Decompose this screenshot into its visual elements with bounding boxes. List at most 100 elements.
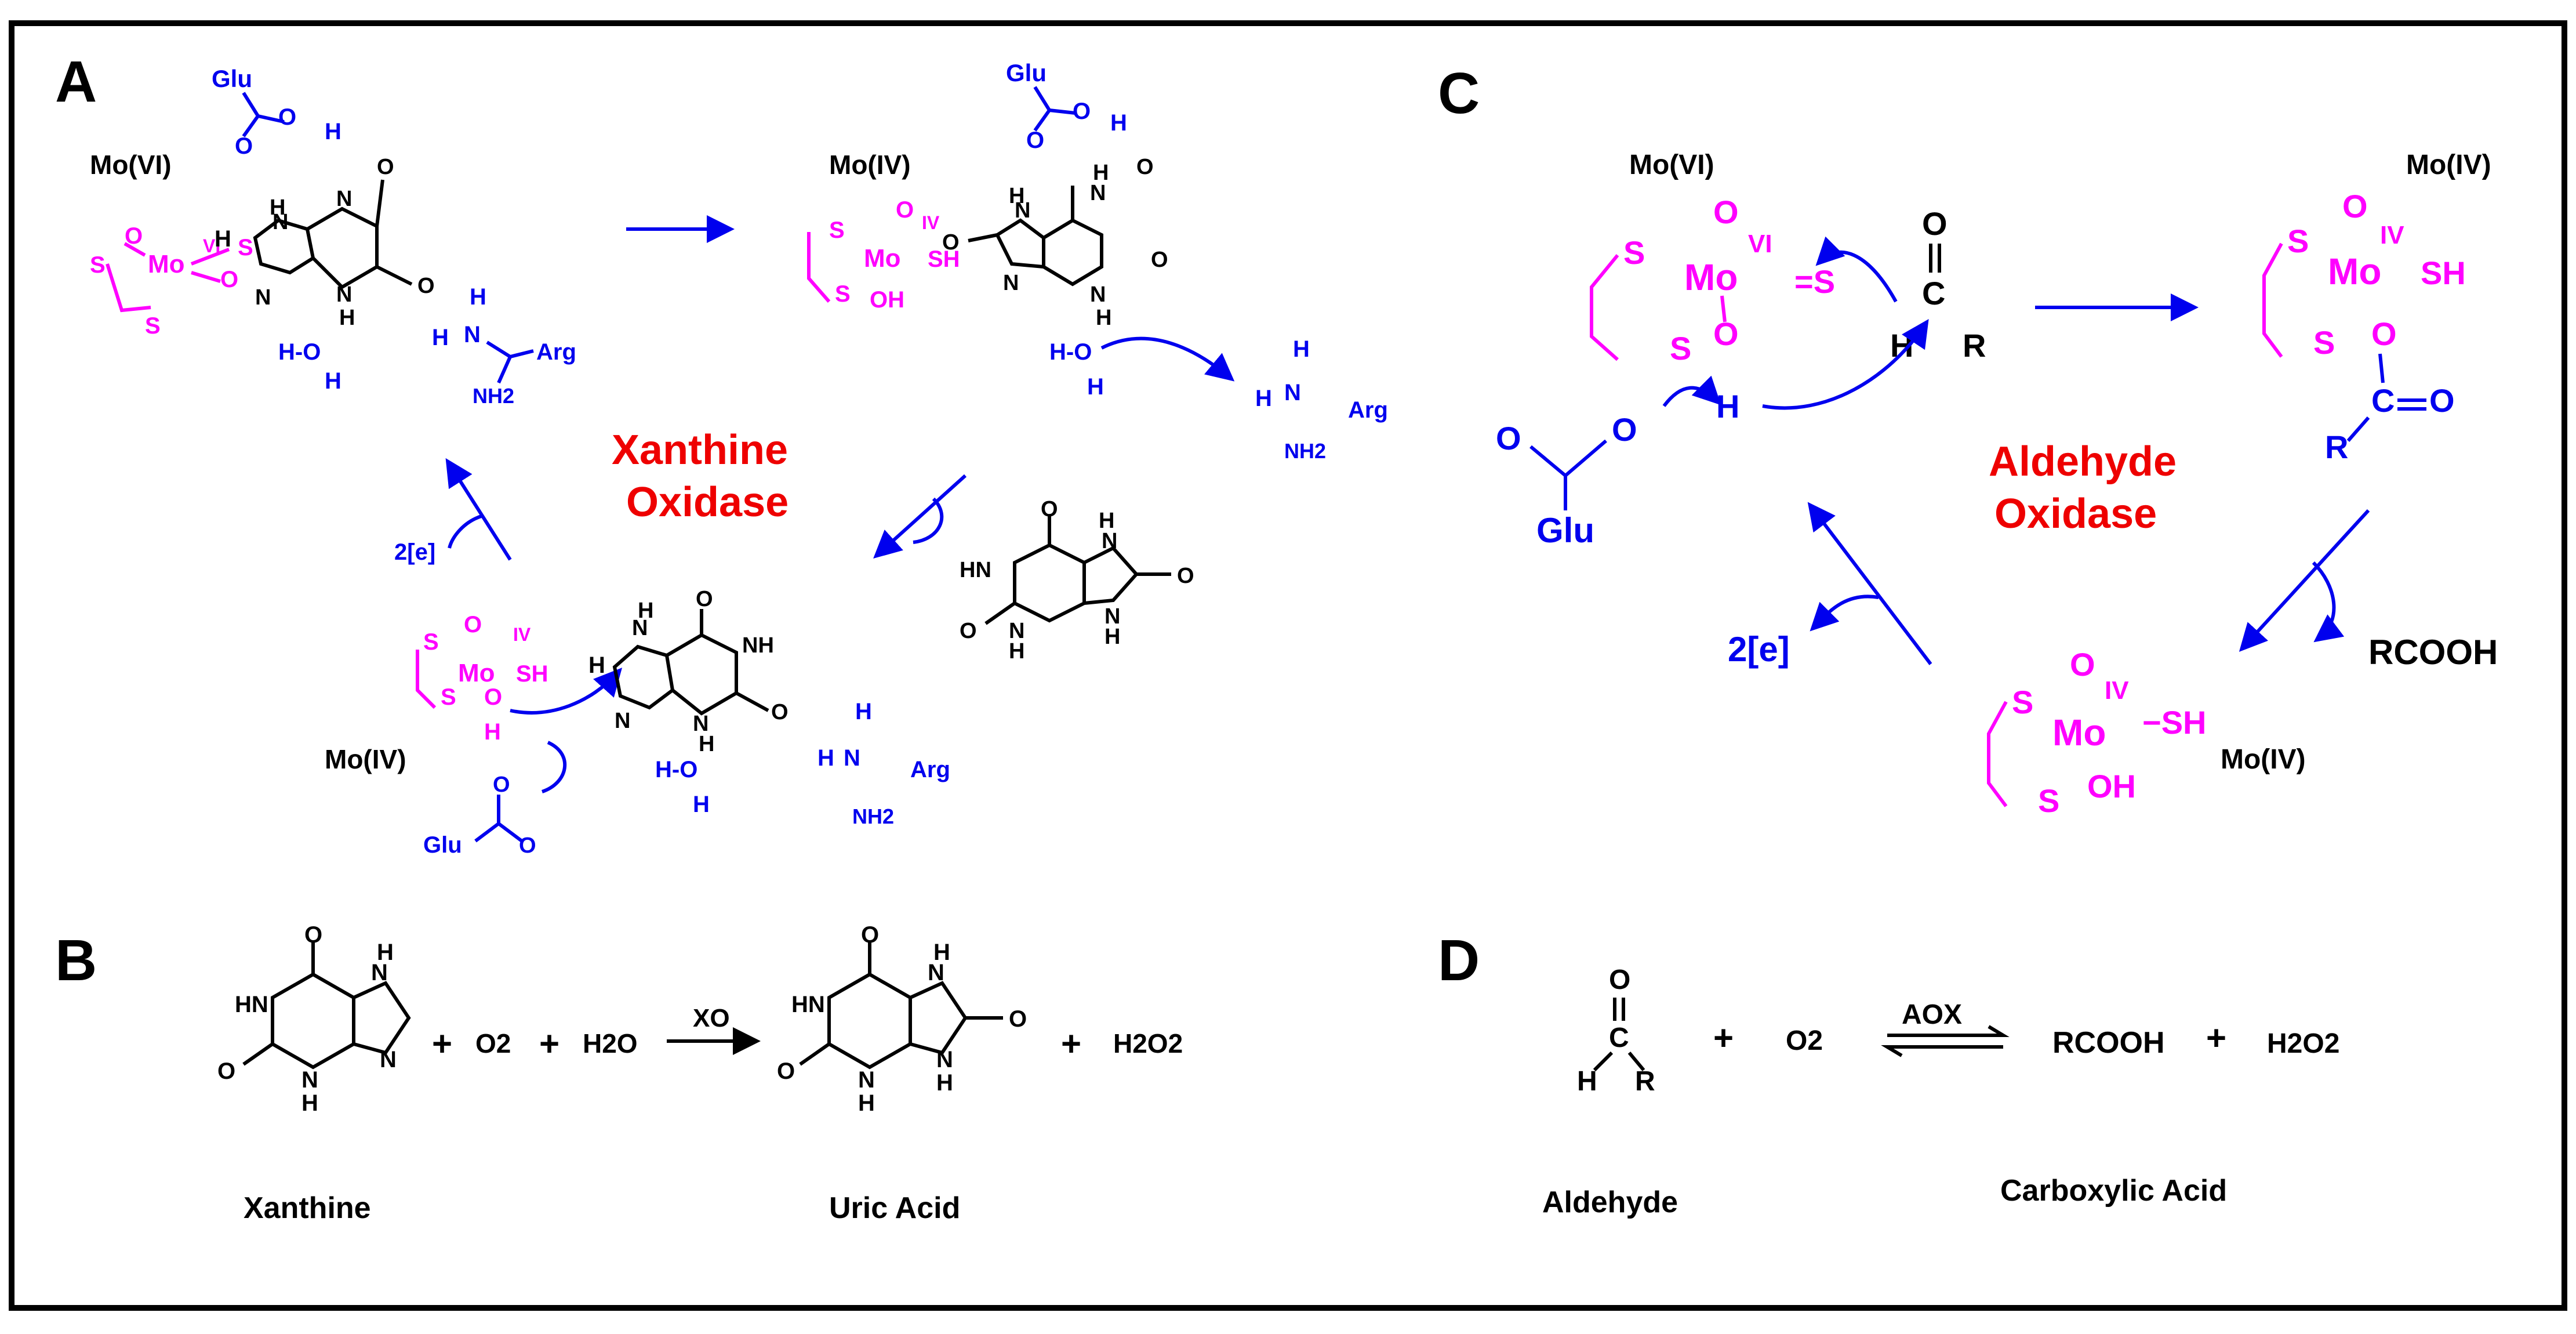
svg-text:H: H — [858, 1090, 875, 1116]
svg-text:S: S — [829, 217, 845, 243]
svg-text:NH2: NH2 — [1284, 439, 1326, 463]
svg-text:HN: HN — [235, 992, 268, 1017]
cycle-arrow-a-right — [873, 474, 967, 559]
svg-text:O: O — [777, 1058, 795, 1084]
svg-text:N: N — [1104, 604, 1120, 629]
svg-text:O: O — [942, 230, 960, 255]
mo-iv-label-a-bottom: Mo(IV) — [325, 744, 406, 774]
svg-text:N: N — [1015, 198, 1030, 223]
svg-text:Arg: Arg — [1348, 397, 1388, 423]
svg-text:O: O — [1136, 155, 1154, 179]
svg-text:O: O — [484, 684, 502, 710]
svg-text:O: O — [1713, 194, 1739, 230]
svg-text:H: H — [936, 1070, 953, 1096]
svg-text:Mo: Mo — [148, 250, 185, 278]
plus-d1: + — [1713, 1018, 1734, 1057]
xanthine-intermediate: H H N N N H O O N — [215, 155, 435, 330]
svg-text:O: O — [217, 1058, 235, 1084]
svg-text:H: H — [215, 226, 231, 252]
glu-label-c: Glu — [1536, 511, 1594, 550]
svg-text:Arg: Arg — [910, 757, 950, 782]
hydrogen-peroxide-d: H2O2 — [2267, 1028, 2339, 1059]
svg-text:R: R — [1963, 327, 1986, 364]
svg-text:O: O — [1612, 411, 1637, 448]
svg-text:Mo: Mo — [458, 659, 495, 687]
svg-text:H-O: H-O — [655, 757, 697, 782]
svg-text:O: O — [2342, 188, 2368, 224]
svg-text:S: S — [423, 629, 439, 655]
equilibrium-arrow-d — [1887, 1025, 2010, 1037]
cycle-arrow-c-right — [2239, 509, 2370, 652]
svg-text:O: O — [464, 612, 482, 637]
svg-text:O: O — [304, 922, 322, 948]
aldehyde-substrate-c: O C H R — [1890, 205, 1986, 364]
svg-text:O: O — [220, 267, 238, 292]
svg-text:N: N — [464, 322, 481, 347]
panel-a-letter: A — [55, 49, 97, 114]
svg-text:N: N — [301, 1067, 318, 1093]
molybdenum-cofactor-iv-c-bottom: S S O Mo IV −SH OH — [1987, 646, 2207, 819]
panel-c: C Mo(VI) S S O Mo VI =S O H O O Glu O C … — [1438, 61, 2498, 819]
panel-d-letter: D — [1438, 928, 1480, 993]
svg-text:N: N — [928, 960, 944, 985]
svg-text:S: S — [2012, 684, 2033, 720]
svg-text:N: N — [1090, 282, 1106, 307]
svg-text:N: N — [1284, 380, 1301, 405]
xo-catalyst-label: XO — [693, 1004, 730, 1032]
svg-text:R: R — [1635, 1066, 1655, 1097]
svg-text:−SH: −SH — [2142, 704, 2207, 741]
svg-text:H: H — [1093, 161, 1109, 185]
svg-text:S: S — [145, 313, 161, 339]
carboxylic-acid-name: Carboxylic Acid — [2000, 1174, 2227, 1208]
panel-c-letter: C — [1438, 61, 1480, 126]
svg-text:O: O — [1009, 1006, 1027, 1032]
uric-acid-name: Uric Acid — [829, 1191, 960, 1225]
svg-text:O: O — [2429, 382, 2455, 419]
svg-text:HN: HN — [960, 558, 991, 582]
svg-text:S: S — [1670, 330, 1691, 367]
svg-text:H: H — [818, 745, 834, 771]
svg-text:N: N — [255, 285, 271, 310]
svg-text:C: C — [1609, 1023, 1629, 1053]
svg-text:H: H — [484, 719, 501, 745]
xanthine-oxidase-label-line1: Xanthine — [612, 427, 788, 473]
svg-text:IV: IV — [513, 624, 531, 645]
svg-text:H: H — [855, 699, 872, 724]
cycle-arrow-a-left — [445, 458, 512, 561]
glu-label: Glu — [212, 65, 252, 92]
svg-text:O: O — [896, 197, 914, 223]
svg-text:H: H — [377, 940, 394, 965]
svg-text:OH: OH — [870, 287, 904, 313]
svg-text:H: H — [325, 368, 341, 394]
plus-b3: + — [1061, 1024, 1081, 1063]
svg-text:S: S — [835, 281, 851, 307]
water-a1: H-O — [278, 339, 321, 365]
nh2-label-a1: NH2 — [473, 384, 514, 408]
svg-text:O: O — [125, 223, 143, 249]
svg-text:O: O — [519, 833, 536, 858]
panel-a: A Glu O O H Mo(VI) S S O Mo VI S O H H N… — [55, 49, 1388, 858]
svg-text:NH: NH — [742, 633, 774, 658]
svg-text:Mo: Mo — [1684, 256, 1738, 298]
svg-text:C: C — [2371, 382, 2395, 419]
glu-label-a3: Glu — [423, 832, 462, 858]
mo-vi-label-a: Mo(VI) — [90, 150, 172, 180]
carboxylate-o-label: O — [235, 133, 253, 159]
svg-text:O: O — [377, 155, 394, 179]
svg-text:Mo: Mo — [2052, 712, 2106, 753]
svg-text:N: N — [336, 187, 352, 211]
svg-text:O: O — [2371, 316, 2397, 352]
mo-iv-label-a-top: Mo(IV) — [829, 150, 911, 180]
svg-text:H: H — [933, 940, 950, 965]
svg-text:IV: IV — [922, 212, 940, 233]
xanthine-structure: O N H N HN O N H — [217, 922, 411, 1116]
svg-text:H: H — [1577, 1066, 1597, 1097]
svg-text:O: O — [1026, 128, 1044, 153]
svg-text:N: N — [615, 709, 630, 733]
svg-text:Mo: Mo — [2328, 251, 2381, 292]
mo-iv-label-c-top: Mo(IV) — [2406, 150, 2491, 180]
svg-text:N: N — [858, 1067, 875, 1093]
svg-text:SH: SH — [928, 246, 960, 272]
arginine-a3: H H N Arg NH2 — [818, 699, 950, 828]
